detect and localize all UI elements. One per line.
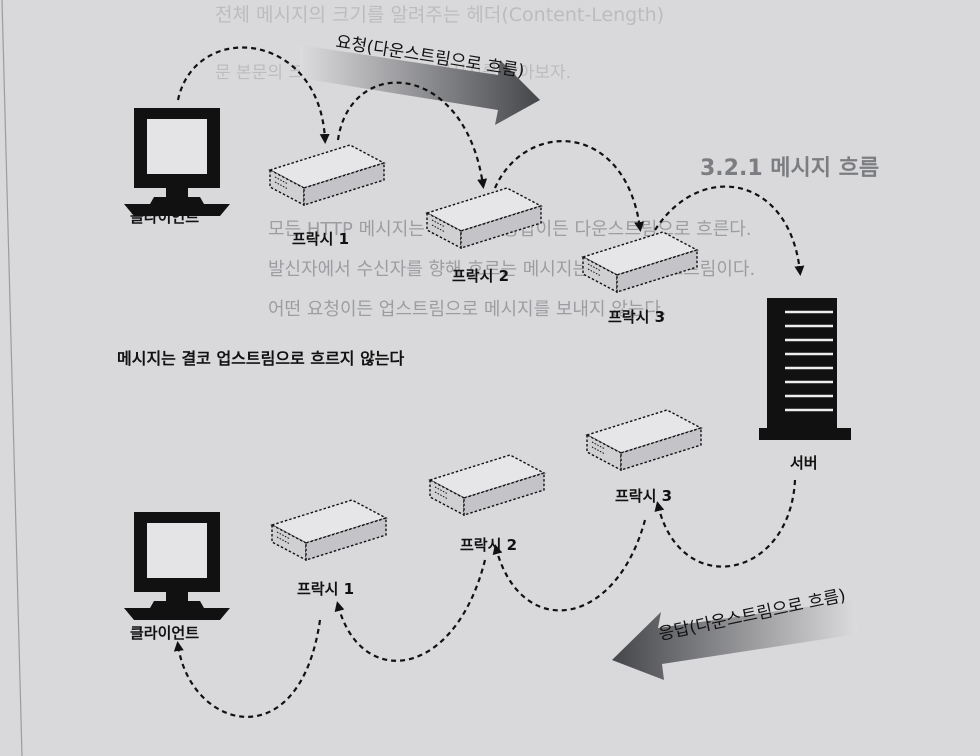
request-flow-path — [176, 46, 805, 276]
response-arrow-icon — [612, 600, 858, 680]
client-bottom-label: 클라이언트 — [130, 624, 200, 642]
proxy1-top-label: 프락시 1 — [292, 230, 350, 248]
server-label: 서버 — [790, 454, 818, 472]
proxy3-top-icon — [582, 231, 698, 293]
proxy3-bottom-label: 프락시 3 — [615, 487, 673, 505]
page-edge — [1, 0, 23, 756]
client-top-label: 클라이언트 — [130, 208, 200, 226]
client-bottom-icon — [124, 512, 230, 620]
ghost-body-line-3: 어떤 요청이든 업스트림으로 메시지를 보내지 않는다. — [268, 299, 667, 320]
proxy3-top-label: 프락시 3 — [608, 308, 666, 326]
proxy1-top-icon — [269, 144, 385, 206]
proxy1-bottom-icon — [271, 499, 387, 561]
response-flow-path — [173, 479, 797, 718]
proxy2-bottom-icon — [429, 454, 545, 516]
proxy2-top-label: 프락시 2 — [452, 267, 510, 285]
proxy2-top-icon — [426, 187, 542, 249]
proxy2-bottom-label: 프락시 2 — [460, 536, 518, 554]
no-upstream-caption: 메시지는 결코 업스트림으로 흐르지 않는다 — [117, 349, 405, 368]
proxy3-bottom-icon — [586, 409, 702, 471]
ghost-text-line-1: 전체 메시지의 크기를 알려주는 헤더(Content-Length) — [215, 4, 665, 26]
request-arrow-icon — [300, 45, 540, 125]
proxy1-bottom-label: 프락시 1 — [297, 580, 355, 598]
server-icon — [759, 298, 851, 440]
client-top-icon — [124, 108, 230, 216]
section-heading: 3.2.1 메시지 흐름 — [700, 156, 880, 181]
